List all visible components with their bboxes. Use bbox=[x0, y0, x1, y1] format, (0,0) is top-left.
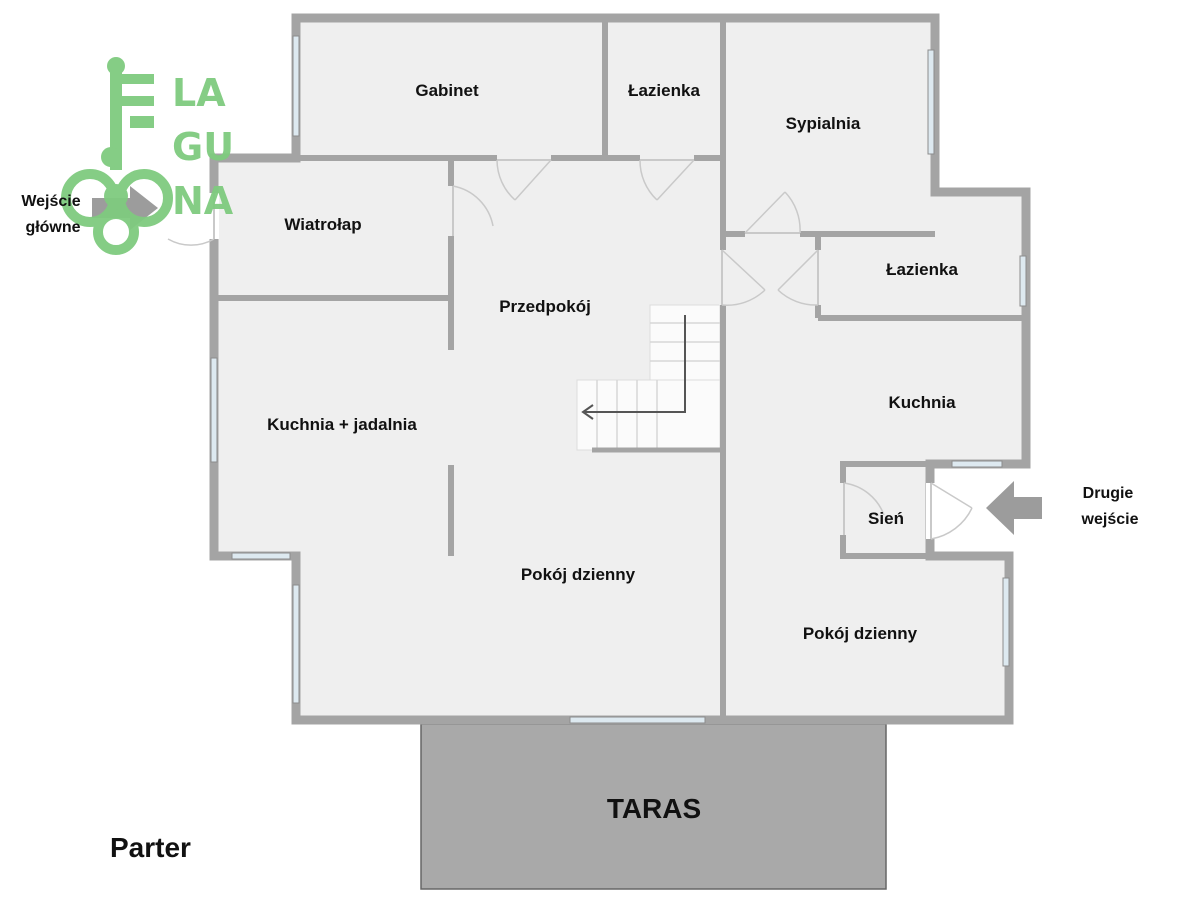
stair-direction-arrow bbox=[585, 315, 686, 413]
room-label-sien: Sień bbox=[868, 509, 904, 528]
floor-pokoj-dzienny-right bbox=[723, 556, 1009, 720]
window bbox=[292, 584, 300, 704]
window bbox=[951, 460, 1003, 468]
window bbox=[1002, 577, 1010, 667]
door-swing bbox=[167, 238, 215, 246]
terrace-area bbox=[420, 723, 887, 890]
room-label-kuchnia: Kuchnia bbox=[888, 393, 956, 412]
logo-row-3: NA bbox=[172, 179, 234, 223]
floor-gabinet bbox=[300, 22, 605, 158]
main-entrance-label-1: Wejście bbox=[21, 193, 80, 210]
second-entrance-arrow bbox=[986, 481, 1042, 535]
floor-areas bbox=[217, 22, 1025, 720]
room-label-lazienka-right: Łazienka bbox=[886, 260, 958, 279]
room-label-pokoj-dzienny-right: Pokój dzienny bbox=[803, 624, 918, 643]
door-swing bbox=[930, 482, 973, 540]
door-swing bbox=[744, 191, 801, 234]
lala-guna-logo: LA GU NA bbox=[61, 57, 234, 255]
floor-hall-right bbox=[723, 234, 818, 318]
room-label-kuchnia-jadalnia: Kuchnia + jadalnia bbox=[267, 415, 417, 434]
logo-row-1: LA bbox=[172, 71, 226, 115]
room-label-lazienka-top: Łazienka bbox=[628, 81, 700, 100]
terrace-label: TARAS bbox=[607, 793, 701, 824]
door-opening bbox=[719, 250, 728, 305]
second-entrance-label-2: wejście bbox=[1081, 511, 1139, 528]
floor-kuchnia bbox=[723, 318, 1025, 464]
room-labels: Gabinet Łazienka Sypialnia Wiatrołap Prz… bbox=[267, 81, 958, 824]
main-entrance-label-2: główne bbox=[25, 219, 80, 236]
door-swing bbox=[721, 249, 766, 306]
staircase bbox=[576, 304, 723, 453]
floor-sien bbox=[843, 464, 930, 556]
room-label-sypialnia: Sypialnia bbox=[786, 114, 861, 133]
entrance-labels: Wejście główne Drugie wejście Parter bbox=[21, 193, 1138, 863]
door-swing bbox=[777, 249, 819, 306]
room-label-gabinet: Gabinet bbox=[415, 81, 479, 100]
exterior-wall bbox=[209, 13, 1031, 725]
door-opening bbox=[447, 186, 456, 236]
window bbox=[927, 49, 935, 155]
windows bbox=[210, 35, 1027, 724]
window bbox=[292, 35, 300, 137]
doors bbox=[167, 154, 973, 540]
door-swing bbox=[639, 159, 695, 201]
stair-arrow-head bbox=[581, 404, 594, 420]
window bbox=[1019, 255, 1027, 307]
key-icon bbox=[61, 57, 173, 255]
floor-name: Parter bbox=[110, 832, 191, 863]
room-label-wiatrolap: Wiatrołap bbox=[284, 215, 361, 234]
floor-pokoj-dzienny-left bbox=[300, 450, 723, 720]
floor-pokoj-lower-left bbox=[451, 298, 591, 450]
window bbox=[231, 552, 291, 560]
floor-lazienka-right bbox=[818, 192, 1024, 318]
door-swing bbox=[452, 185, 494, 227]
room-label-przedpokoj: Przedpokój bbox=[499, 297, 591, 316]
door-swing bbox=[843, 482, 885, 516]
logo-row-2: GU bbox=[172, 125, 234, 169]
room-label-pokoj-dzienny-left: Pokój dzienny bbox=[521, 565, 636, 584]
door-opening bbox=[497, 154, 551, 163]
door-opening bbox=[640, 154, 694, 163]
floor-lazienka-top bbox=[605, 22, 723, 158]
second-entrance-label-1: Drugie bbox=[1083, 485, 1134, 502]
floor-wiatrolap bbox=[217, 158, 451, 298]
floor-kuchnia-low bbox=[723, 464, 843, 556]
door-swing bbox=[496, 159, 552, 201]
stairs-lower bbox=[576, 379, 721, 451]
window bbox=[569, 716, 706, 724]
window bbox=[210, 357, 218, 463]
door-opening bbox=[745, 230, 800, 239]
